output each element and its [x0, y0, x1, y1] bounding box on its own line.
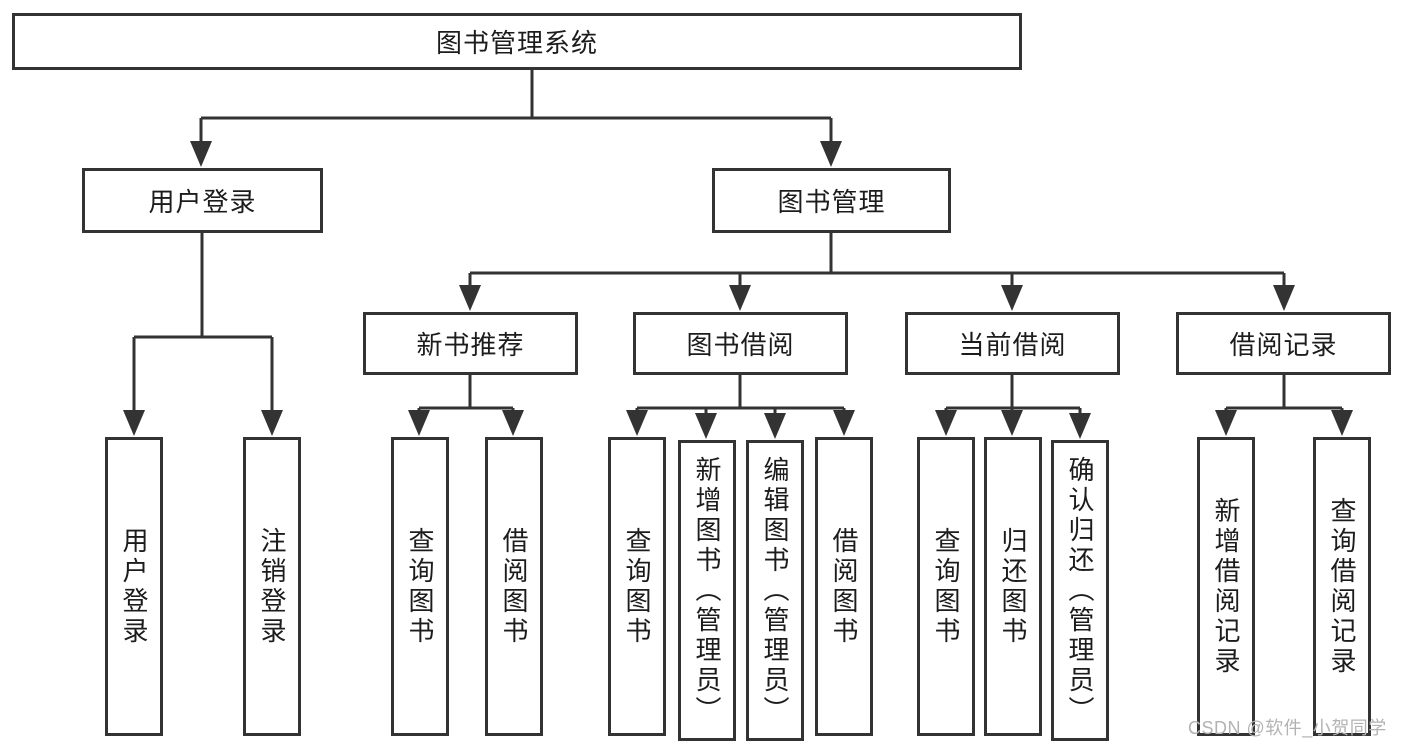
arrowhead	[764, 413, 786, 439]
arrowhead	[502, 410, 524, 436]
leaf-newbooks-borrow-books: 借阅图书	[485, 437, 543, 736]
edge-user-login-to-leaves	[132, 233, 274, 418]
node-new-book-recommend: 新书推荐	[363, 312, 578, 375]
leaf-logout: 注销登录	[243, 437, 301, 736]
node-book-management: 图书管理	[712, 168, 951, 233]
arrowhead	[1001, 410, 1023, 436]
arrowhead	[1001, 285, 1023, 311]
leaf-borrow-edit-books-admin: 编辑图书（管理员）	[746, 440, 804, 741]
arrowhead	[408, 410, 430, 436]
arrowhead	[1069, 413, 1091, 439]
node-book-borrow: 图书借阅	[633, 312, 848, 375]
leaf-user-login: 用户登录	[105, 437, 163, 736]
leaf-borrow-add-books-admin: 新增图书（管理员）	[678, 440, 736, 741]
arrowhead	[695, 413, 717, 439]
arrowhead	[626, 410, 648, 436]
arrowhead	[1273, 285, 1295, 311]
leaf-records-add-record: 新增借阅记录	[1197, 437, 1255, 736]
arrowhead	[261, 410, 283, 436]
edge-root-to-level2	[199, 70, 833, 148]
csdn-watermark: CSDN @软件_小贺同学	[1188, 718, 1387, 738]
node-borrow-records: 借阅记录	[1176, 312, 1391, 375]
node-user-login: 用户登录	[82, 168, 323, 233]
arrowhead	[123, 410, 145, 436]
leaf-borrow-borrow-books: 借阅图书	[815, 437, 873, 736]
arrowhead	[935, 410, 957, 436]
arrowhead	[729, 285, 751, 311]
edge-book-borrow-to-leaves	[635, 375, 846, 421]
arrowhead	[1331, 410, 1353, 436]
edge-book-mgmt-to-level3	[468, 233, 1286, 293]
leaf-records-query-record: 查询借阅记录	[1313, 437, 1371, 736]
arrowhead	[459, 285, 481, 311]
arrowhead	[833, 410, 855, 436]
node-current-borrow: 当前借阅	[905, 312, 1120, 375]
node-root-system: 图书管理系统	[12, 13, 1022, 70]
arrowhead	[820, 141, 842, 167]
leaf-current-return-books: 归还图书	[984, 437, 1042, 736]
arrowhead	[190, 141, 212, 167]
leaf-newbooks-query-books: 查询图书	[391, 437, 449, 736]
leaf-current-query-books: 查询图书	[917, 437, 975, 736]
edge-new-books-to-leaves	[417, 375, 515, 418]
leaf-current-confirm-return-admin: 确认归还（管理员）	[1051, 440, 1109, 741]
arrowhead	[1215, 410, 1237, 436]
leaf-borrow-query-books: 查询图书	[608, 437, 666, 736]
edge-borrow-records-to-leaves	[1224, 375, 1344, 418]
